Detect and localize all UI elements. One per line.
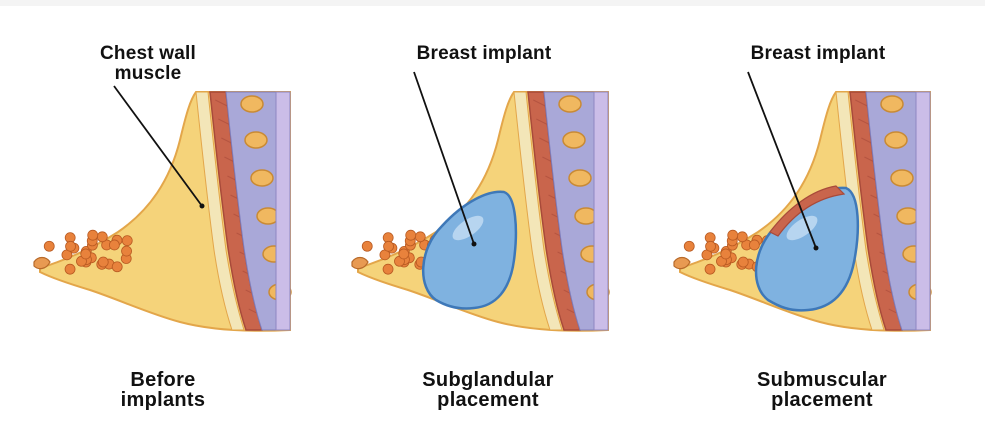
gland-lobule (122, 246, 132, 256)
gland-lobule (122, 236, 132, 246)
breast-implant (423, 192, 516, 309)
callout-label-chest-wall-muscle: Chest wall muscle (48, 44, 248, 84)
gland-lobule (684, 241, 694, 251)
panel-subglandular: Breast implant Subglandular placement (318, 0, 646, 437)
rib (885, 132, 907, 148)
chest-cavity-edge (594, 92, 608, 330)
gland-lobule (705, 264, 715, 274)
gland-lobule (66, 241, 76, 251)
rib (563, 132, 585, 148)
leader-line (414, 72, 474, 244)
callout-label-breast-implant-submuscular: Breast implant (708, 44, 928, 64)
gland-lobule (738, 257, 748, 267)
rib (559, 96, 581, 112)
rib (241, 96, 263, 112)
chest-cavity-edge (916, 92, 930, 330)
gland-lobule (706, 241, 716, 251)
gland-lobule (81, 249, 91, 259)
leader-line-end (814, 246, 819, 251)
caption-submuscular-placement: Submuscular placement (712, 370, 932, 410)
caption-subglandular-placement: Subglandular placement (378, 370, 598, 410)
gland-lobule (415, 232, 425, 242)
gland-lobule (109, 240, 119, 250)
gland-lobule (383, 264, 393, 274)
gland-lobule (721, 249, 731, 259)
gland-lobule (737, 232, 747, 242)
callout-label-breast-implant-subglandular: Breast implant (374, 44, 594, 64)
gland-lobule (44, 241, 54, 251)
gland-lobule (97, 232, 107, 242)
gland-lobule (98, 257, 108, 267)
gland-lobule (384, 241, 394, 251)
gland-lobule (112, 262, 122, 272)
gland-lobule (399, 249, 409, 259)
gland-lobule (362, 241, 372, 251)
panel-before-implants: Chest wall muscle Before implants (0, 0, 328, 437)
rib (245, 132, 267, 148)
chest-cavity-edge (276, 92, 290, 330)
leader-line-end (200, 204, 205, 209)
rib (569, 170, 591, 186)
gland-lobule (88, 230, 98, 240)
rib (891, 170, 913, 186)
leader-line-end (472, 242, 477, 247)
gland-lobule (65, 264, 75, 274)
gland-lobule (728, 230, 738, 240)
caption-before-implants: Before implants (78, 370, 248, 410)
rib (881, 96, 903, 112)
gland-lobule (749, 240, 759, 250)
panel-submuscular: Breast implant Submuscular placement (640, 0, 968, 437)
gland-lobule (406, 230, 416, 240)
rib (251, 170, 273, 186)
